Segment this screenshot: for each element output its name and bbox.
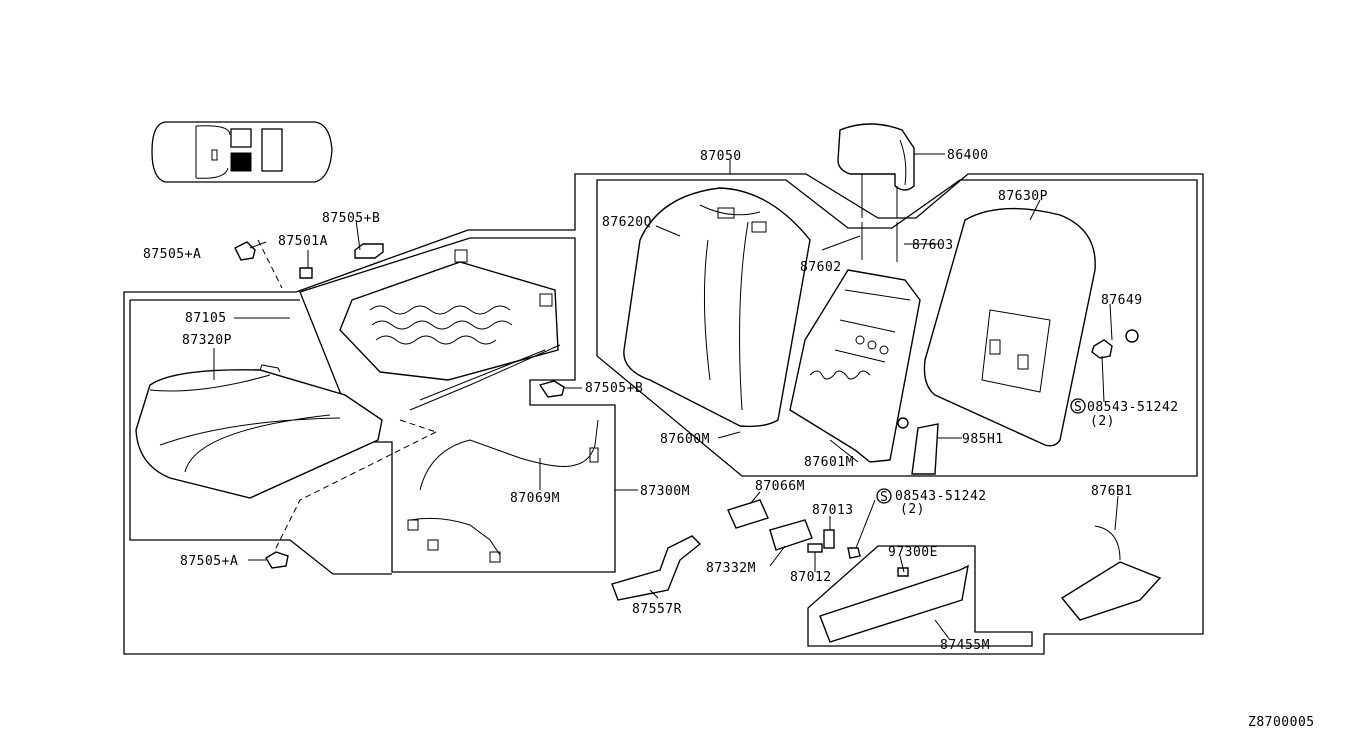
clip-87505A-top: [234, 241, 256, 261]
label-08543-a: 08543-51242: [1087, 400, 1179, 415]
label-985H1: 985H1: [962, 432, 1004, 447]
leader-lines: [213, 153, 1119, 641]
label-08543-b: 08543-51242: [895, 489, 987, 504]
seatback-pad: [623, 187, 811, 428]
label-87601M: 87601M: [804, 455, 854, 470]
part-985H1: [911, 423, 939, 475]
headrest: [837, 123, 915, 218]
diagram-code: Z8700005: [1248, 715, 1315, 730]
label-87505A-top: 87505+A: [143, 247, 201, 262]
part-87013: [823, 529, 835, 549]
label-87505A-bot: 87505+A: [180, 554, 238, 569]
nut-87649: [1125, 329, 1139, 343]
clip-08543: [1091, 339, 1113, 359]
clip-87505B-mid: [538, 380, 565, 398]
label-87320P: 87320P: [182, 333, 232, 348]
label-87012: 87012: [790, 570, 832, 585]
label-87105: 87105: [185, 311, 227, 326]
label-87602: 87602: [800, 260, 842, 275]
label-87013: 87013: [812, 503, 854, 518]
label-87649: 87649: [1101, 293, 1143, 308]
label-86400: 86400: [947, 148, 989, 163]
wire-harness: [407, 419, 599, 563]
seat-cushion: [135, 364, 383, 499]
cover-group-outline: [807, 545, 1033, 647]
cover-87455M: [819, 564, 969, 643]
label-87630P: 87630P: [998, 189, 1048, 204]
car-locator-icon: [151, 121, 333, 183]
label-87501A: 87501A: [278, 234, 328, 249]
bolt-87501A: [299, 267, 313, 279]
label-87600M: 87600M: [660, 432, 710, 447]
label-87557R: 87557R: [632, 602, 682, 617]
back-board: [923, 207, 1096, 447]
clip-87505B-top: [354, 243, 384, 259]
part-87012: [807, 543, 823, 553]
svg-text:S: S: [880, 490, 888, 505]
screw-s-icon: S S: [876, 398, 1086, 505]
svg-text:S: S: [1074, 400, 1082, 415]
label-87505B-top: 87505+B: [322, 211, 380, 226]
label-87050: 87050: [700, 149, 742, 164]
bracket-87557R: [611, 535, 702, 601]
label-87603: 87603: [912, 238, 954, 253]
label-87455M: 87455M: [940, 638, 990, 653]
seatback-group-outline: [596, 179, 1198, 477]
label-87332M: 87332M: [706, 561, 756, 576]
label-08543-b-qty: (2): [900, 502, 925, 517]
seat-frame: [339, 249, 561, 411]
label-97300E: 97300E: [888, 545, 938, 560]
cushion-group-outline: [299, 237, 616, 573]
label-87066M: 87066M: [755, 479, 805, 494]
main-outline: [123, 173, 1204, 655]
label-87620Q: 87620Q: [602, 215, 652, 230]
seatback-frame: [789, 222, 921, 463]
knob-87332M: [769, 519, 813, 551]
part-876B1: [1060, 561, 1162, 621]
label-87505B-mid: 87505+B: [585, 381, 643, 396]
switch-87066M: [727, 499, 769, 529]
label-876B1: 876B1: [1091, 484, 1133, 499]
label-08543-a-qty: (2): [1090, 414, 1115, 429]
label-87069M: 87069M: [510, 491, 560, 506]
clip-87505A-bot: [265, 551, 289, 569]
label-87300M: 87300M: [640, 484, 690, 499]
